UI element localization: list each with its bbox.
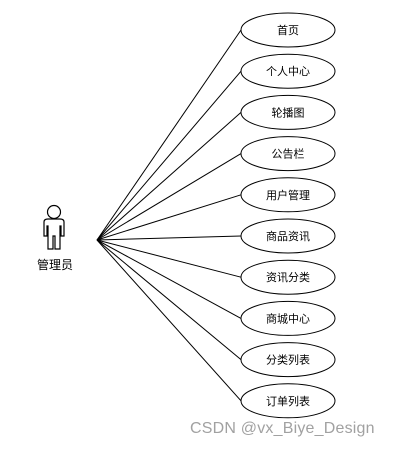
association-line-carousel (96, 112, 242, 241)
use-case-label: 轮播图 (272, 105, 305, 119)
use-case-label: 用户管理 (266, 188, 310, 202)
use-case-info-category: 资讯分类 (240, 259, 336, 295)
use-case-label: 首页 (277, 23, 299, 37)
association-line-order-list (96, 239, 242, 402)
use-case-ellipse (240, 342, 336, 378)
use-case-category-list: 分类列表 (240, 342, 336, 378)
use-case-ellipse (240, 218, 336, 254)
use-case-carousel: 轮播图 (240, 94, 336, 130)
use-case-ellipse (240, 94, 336, 130)
use-case-ellipse (240, 136, 336, 172)
use-case-label: 公告栏 (272, 147, 305, 161)
use-case-ellipse (240, 12, 336, 48)
use-case-user-management: 用户管理 (240, 177, 336, 213)
use-case-notice-board: 公告栏 (240, 136, 336, 172)
use-case-ellipse (240, 53, 336, 89)
use-case-ellipse (240, 300, 336, 336)
use-case-ellipse (240, 259, 336, 295)
actor-label: 管理员 (37, 257, 73, 272)
use-case-label: 资讯分类 (266, 270, 310, 284)
use-case-ellipse (240, 383, 336, 419)
use-case-label: 订单列表 (266, 394, 310, 408)
use-case-mall-center: 商城中心 (240, 300, 336, 336)
association-lines (96, 29, 242, 402)
use-case-label: 商城中心 (266, 311, 310, 325)
use-case-order-list: 订单列表 (240, 383, 336, 419)
association-line-info-category (96, 239, 242, 278)
association-line-home (96, 29, 242, 241)
association-line-category-list (96, 239, 242, 360)
association-line-notice-board (96, 153, 242, 241)
use-case-label: 商品资讯 (266, 229, 310, 243)
watermark: CSDN @vx_Biye_Design (190, 420, 375, 437)
association-line-user-management (96, 194, 242, 241)
association-line-personal-center (96, 70, 242, 241)
actor-admin (43, 204, 65, 250)
use-case-home: 首页 (240, 12, 336, 48)
actor-body (43, 218, 65, 250)
actor-head (46, 204, 62, 220)
use-case-label: 个人中心 (266, 65, 310, 78)
use-case-label: 分类列表 (266, 353, 310, 367)
association-line-mall-center (96, 239, 242, 319)
association-line-product-info (96, 235, 242, 241)
use-case-product-info: 商品资讯 (240, 218, 336, 254)
use-case-ellipse (240, 177, 336, 213)
use-case-personal-center: 个人中心 (240, 53, 336, 89)
